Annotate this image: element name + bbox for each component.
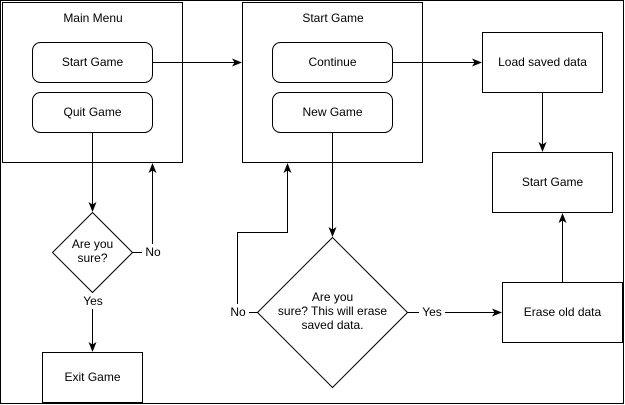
load-saved-data-label: Load saved data [498,55,587,69]
quit-confirm-line-1: Are you [72,237,113,251]
start-game-box: Start Game [492,152,613,213]
quit-game-button[interactable]: Quit Game [32,92,153,133]
start-game-box-label: Start Game [522,175,584,189]
new-game-button[interactable]: New Game [272,92,393,133]
new-game-button-label: New Game [302,105,362,119]
quit-yes-label-bg [80,293,106,309]
exit-game-box: Exit Game [42,352,143,403]
main-menu-title: Main Menu [63,11,122,25]
new-confirm-line-1: Are you [312,290,353,304]
start-game-button[interactable]: Start Game [32,42,153,83]
continue-button-label: Continue [308,55,356,69]
exit-game-label: Exit Game [64,370,120,384]
new-confirm-line-3: saved data. [301,318,363,332]
quit-confirm-line-2: sure? [77,251,107,265]
new-confirm-line-2: sure? This will erase [278,304,387,318]
new-no-label: No [230,305,246,319]
load-saved-data-box: Load saved data [482,32,603,93]
new-no-label-bg [227,304,249,320]
continue-button[interactable]: Continue [272,42,393,83]
start-game-title: Start Game [302,11,364,25]
quit-confirm-decision: Are you sure? [51,211,134,294]
new-yes-label-bg [419,304,445,320]
start-game-button-label: Start Game [62,55,124,69]
arrow-quit-no [132,163,157,253]
quit-no-label: No [145,245,161,259]
erase-old-data-box: Erase old data [502,282,623,343]
quit-game-button-label: Quit Game [63,105,121,119]
quit-yes-label: Yes [83,294,103,308]
erase-old-data-label: Erase old data [524,305,602,319]
quit-no-label-bg [142,244,164,260]
new-yes-label: Yes [422,305,442,319]
new-game-confirm-decision: Are you sure? This will erase saved data… [256,236,409,389]
